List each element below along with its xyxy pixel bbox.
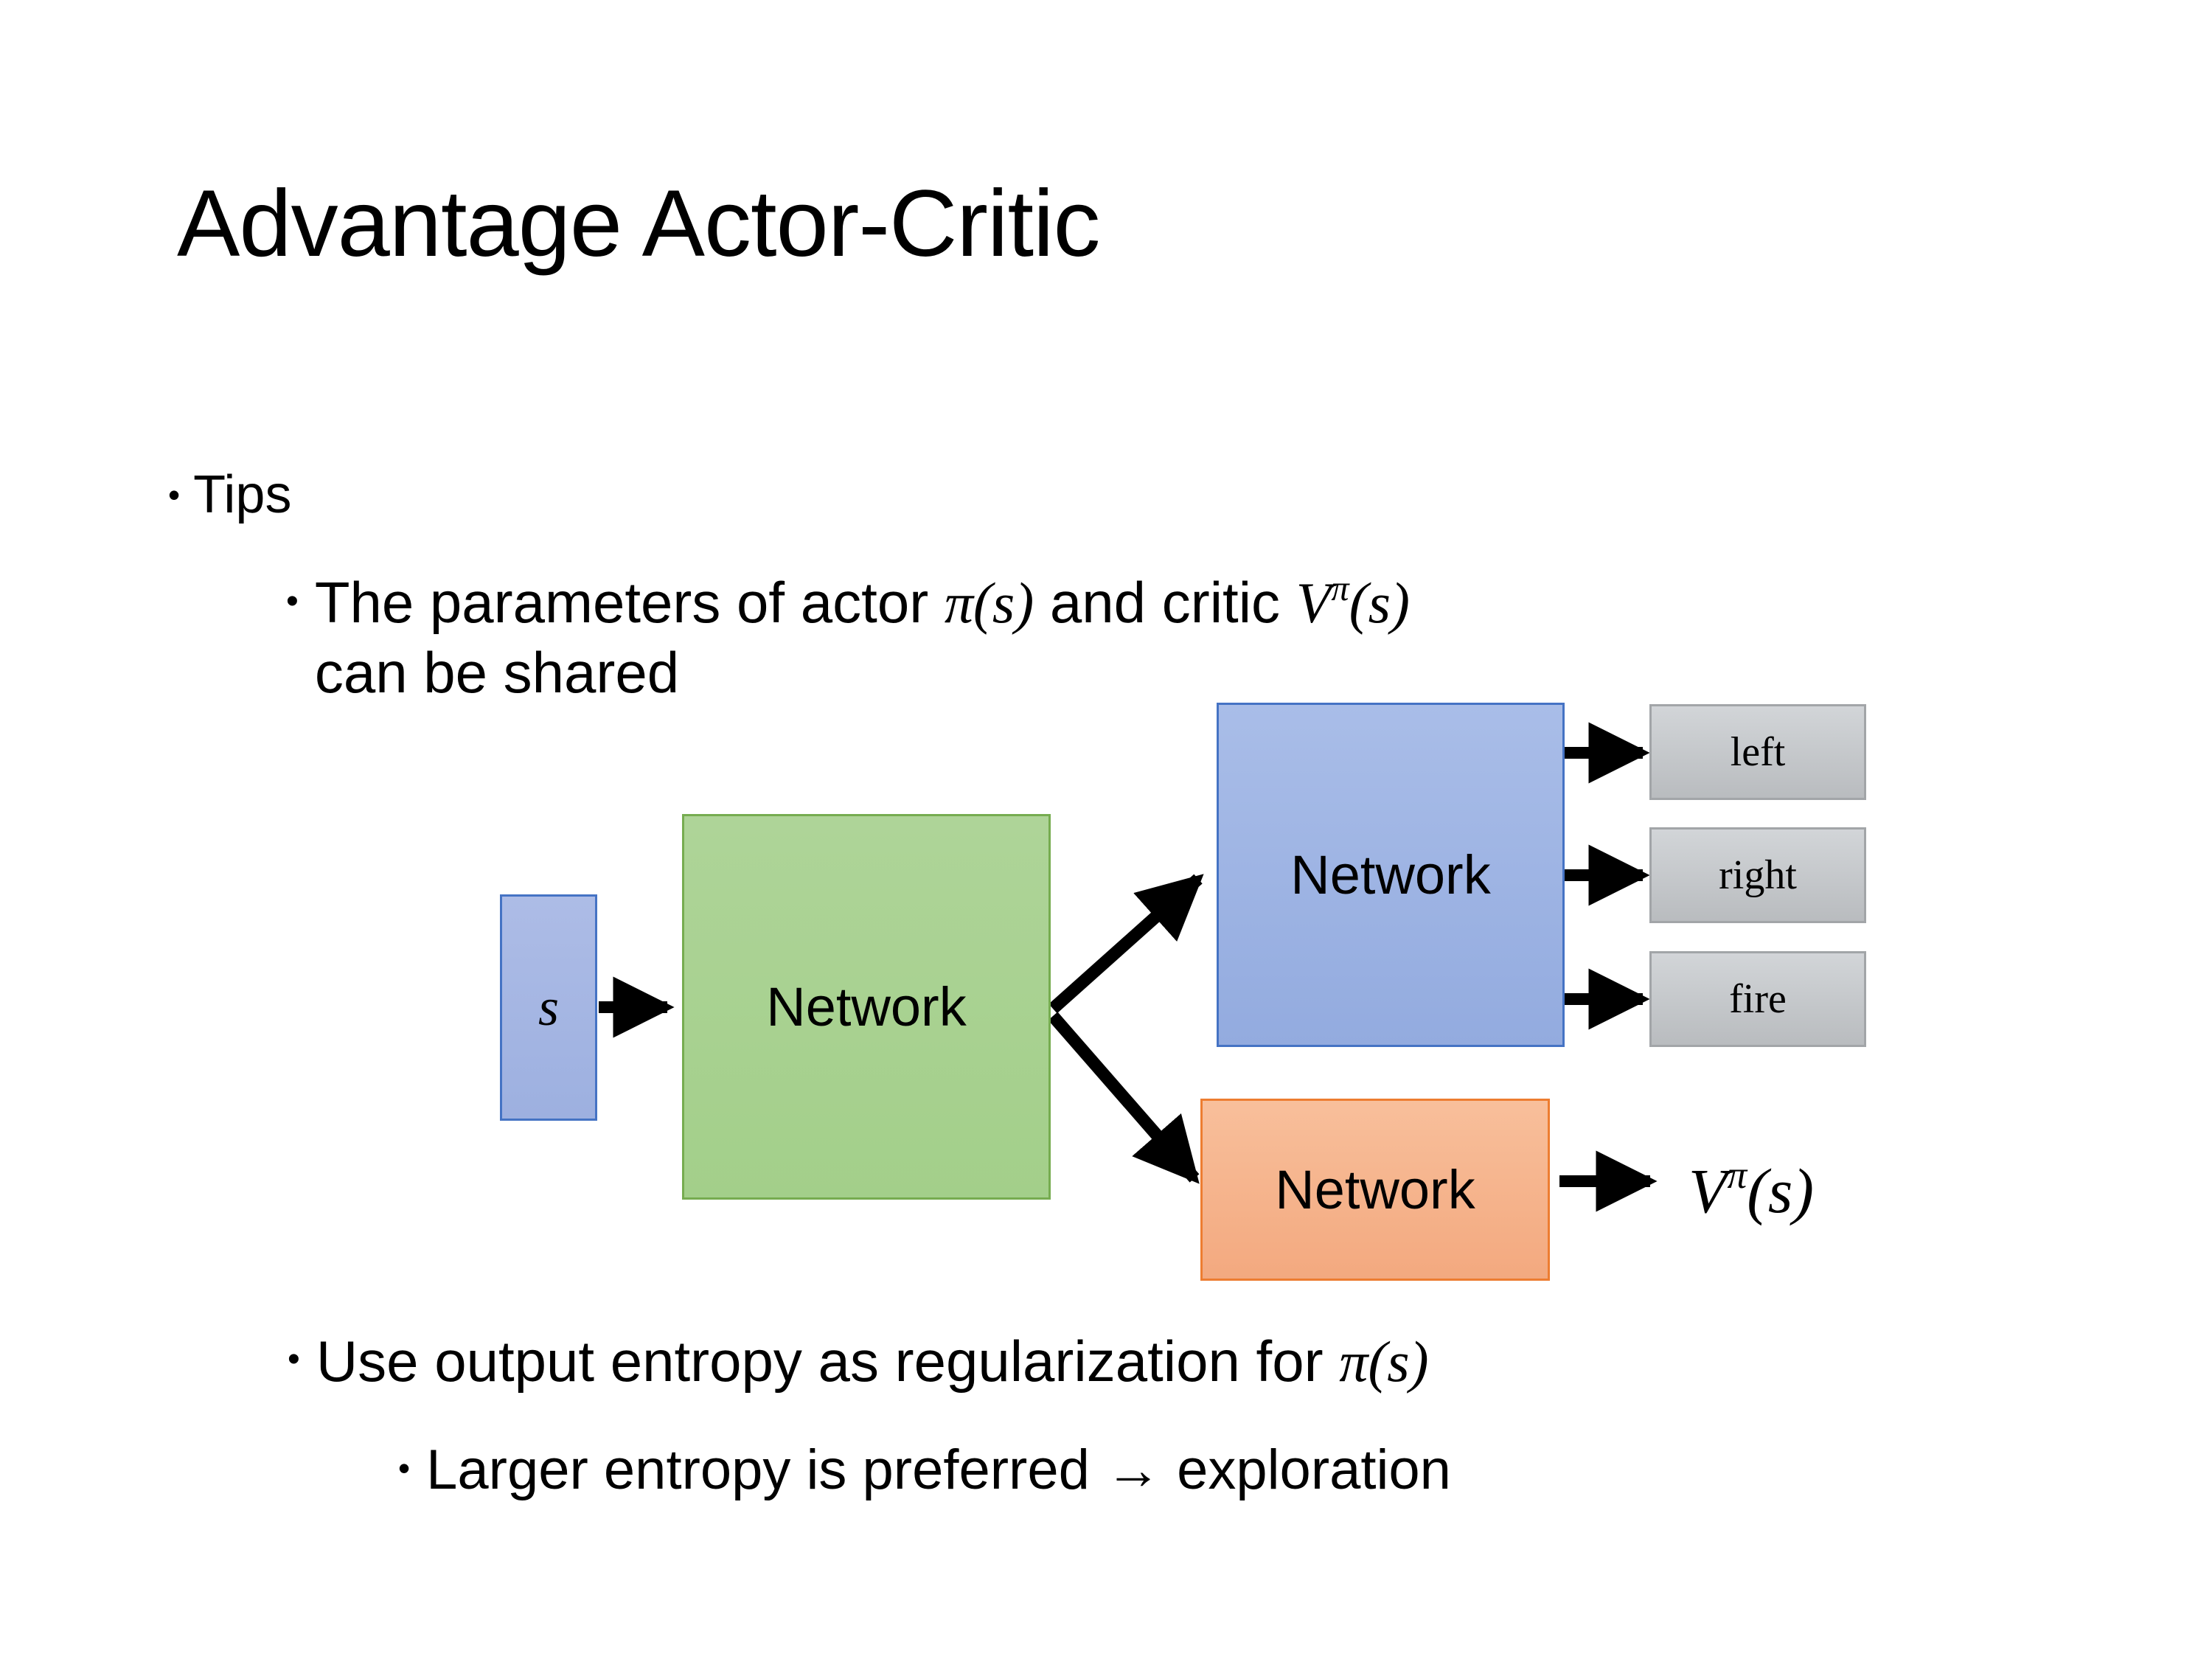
state-label: s [538,978,560,1037]
action-label-right: right [1719,852,1797,898]
bullet-marker-icon: • [168,476,181,514]
parameters-line2: can be shared [314,640,680,706]
bullet-tips-label: Tips [193,465,292,524]
value-argument: (s) [1747,1155,1815,1227]
pi-of-s-formula: π(s) [1339,1329,1429,1394]
bullet-parameters-text: The parameters of actor π(s) and critic … [315,568,2056,708]
bullet-entropy-text: Use output entropy as regularization for… [316,1327,2131,1397]
actor-network-box[interactable]: Network [1217,703,1565,1047]
v-base: V [1295,571,1332,635]
pi-of-s-formula: π(s) [944,571,1034,635]
action-box-right[interactable]: right [1649,827,1866,923]
v-argument: (s) [1349,571,1410,635]
action-box-fire[interactable]: fire [1649,951,1866,1047]
value-function-output-label: Vπ(s) [1688,1152,1814,1228]
bullet-entropy-regularization: • Use output entropy as regularization f… [288,1327,2131,1397]
page-title: Advantage Actor-Critic [177,171,1100,276]
bullet-parameters-shared: • The parameters of actor π(s) and criti… [286,568,2056,708]
arrow-shared-to-critic [1048,1012,1200,1184]
parameters-middle: and critic [1034,570,1296,635]
action-box-left[interactable]: left [1649,704,1866,800]
bullet-larger-entropy: • Larger entropy is preferred → explorat… [398,1436,2168,1503]
action-label-fire: fire [1729,976,1787,1022]
bullet-tips: • Tips [168,465,291,526]
actor-network-label: Network [1290,844,1491,905]
value-superscript-pi: π [1727,1152,1747,1197]
bullet-marker-icon: • [286,582,299,621]
state-input-box[interactable]: s [500,894,597,1121]
value-base: V [1688,1155,1728,1227]
bullet-larger-entropy-label: Larger entropy is preferred → exploratio… [426,1439,1451,1501]
critic-network-label: Network [1275,1159,1475,1220]
shared-network-box[interactable]: Network [682,814,1051,1200]
critic-network-box[interactable]: Network [1200,1099,1550,1281]
value-function-formula: Vπ(s) [1295,569,1410,635]
action-label-left: left [1730,729,1786,775]
parameters-prefix: The parameters of actor [314,570,945,635]
arrow-shared-to-actor [1048,874,1204,1014]
entropy-prefix: Use output entropy as regularization for [316,1329,1340,1394]
v-superscript-pi: π [1331,569,1349,609]
bullet-marker-icon: • [288,1340,300,1379]
bullet-marker-icon: • [398,1449,411,1487]
shared-network-label: Network [766,976,967,1037]
